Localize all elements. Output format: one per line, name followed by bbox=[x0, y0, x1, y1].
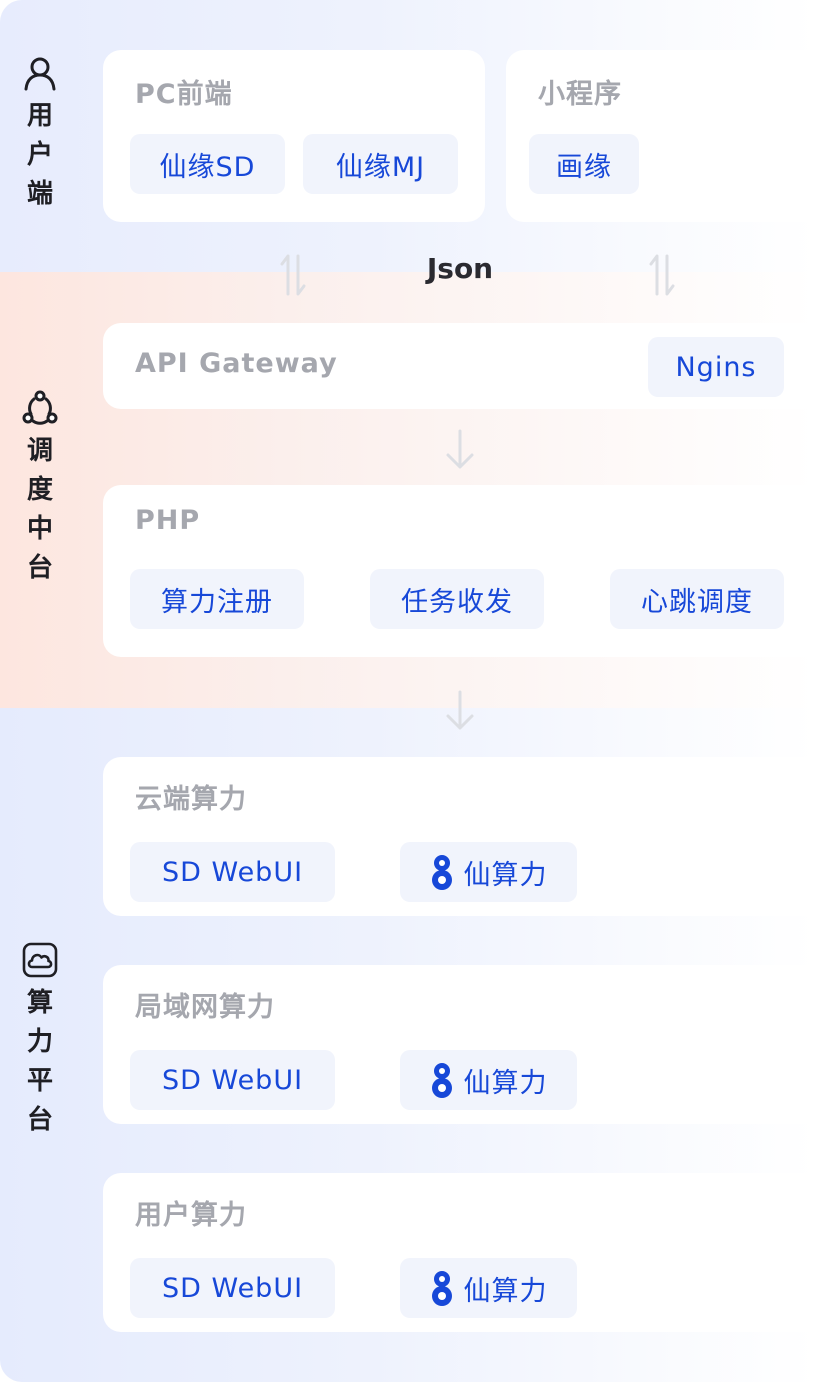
json-connector-label: Json bbox=[426, 252, 494, 285]
pc-frontend-title: PC前端 bbox=[135, 79, 233, 110]
user-compute-title: 用户算力 bbox=[135, 1200, 247, 1231]
lan-compute-title: 局域网算力 bbox=[135, 992, 275, 1023]
sd-webui-chip[interactable]: SD WebUI bbox=[130, 842, 335, 902]
xian-compute-chip[interactable]: 仙算力 bbox=[400, 1258, 577, 1318]
xian-compute-chip[interactable]: 仙算力 bbox=[400, 842, 577, 902]
xianyuan-mj-chip[interactable]: 仙缘MJ bbox=[303, 134, 458, 194]
bidirectional-arrow-icon bbox=[649, 254, 675, 296]
lan-compute-card: 局域网算力 SD WebUI 仙算力 bbox=[103, 965, 816, 1124]
down-arrow-icon bbox=[446, 429, 474, 469]
huayuan-chip[interactable]: 画缘 bbox=[529, 134, 639, 194]
xian-compute-chip[interactable]: 仙算力 bbox=[400, 1050, 577, 1110]
api-gateway-card: API Gateway Ngins bbox=[103, 323, 816, 409]
sd-webui-chip[interactable]: SD WebUI bbox=[130, 1050, 335, 1110]
xianyuan-sd-chip[interactable]: 仙缘SD bbox=[130, 134, 285, 194]
down-arrow-icon bbox=[446, 690, 474, 730]
task-dispatch-chip[interactable]: 任务收发 bbox=[370, 569, 544, 629]
scheduler-layer-side: 调 度 中 台 bbox=[18, 390, 62, 588]
mini-program-card: 小程序 画缘 bbox=[506, 50, 816, 222]
compute-registration-chip[interactable]: 算力注册 bbox=[130, 569, 304, 629]
scheduler-layer-label: 调 度 中 台 bbox=[26, 436, 53, 583]
sd-webui-chip[interactable]: SD WebUI bbox=[130, 1258, 335, 1318]
cloud-compute-title: 云端算力 bbox=[135, 784, 247, 815]
php-title: PHP bbox=[135, 505, 201, 536]
xian-logo-icon bbox=[431, 1271, 452, 1306]
bidirectional-arrow-icon bbox=[280, 254, 306, 296]
xian-logo-icon bbox=[431, 855, 452, 890]
network-nodes-icon bbox=[22, 390, 58, 425]
user-icon bbox=[24, 57, 56, 91]
cloud-icon bbox=[22, 942, 58, 978]
user-layer-side: 用 户 端 bbox=[18, 55, 62, 214]
mini-program-title: 小程序 bbox=[538, 79, 622, 110]
php-card: PHP 算力注册 任务收发 心跳调度 bbox=[103, 485, 816, 657]
api-gateway-title: API Gateway bbox=[135, 348, 338, 379]
user-layer-label: 用 户 端 bbox=[26, 101, 53, 209]
heartbeat-scheduling-chip[interactable]: 心跳调度 bbox=[610, 569, 784, 629]
cloud-compute-card: 云端算力 SD WebUI 仙算力 bbox=[103, 757, 816, 916]
xian-logo-icon bbox=[431, 1063, 452, 1098]
user-compute-card: 用户算力 SD WebUI 仙算力 bbox=[103, 1173, 816, 1332]
compute-layer-side: 算 力 平 台 bbox=[18, 942, 62, 1140]
ngins-chip[interactable]: Ngins bbox=[648, 337, 784, 397]
pc-frontend-card: PC前端 仙缘SD 仙缘MJ bbox=[103, 50, 485, 222]
compute-layer-label: 算 力 平 台 bbox=[26, 988, 53, 1135]
